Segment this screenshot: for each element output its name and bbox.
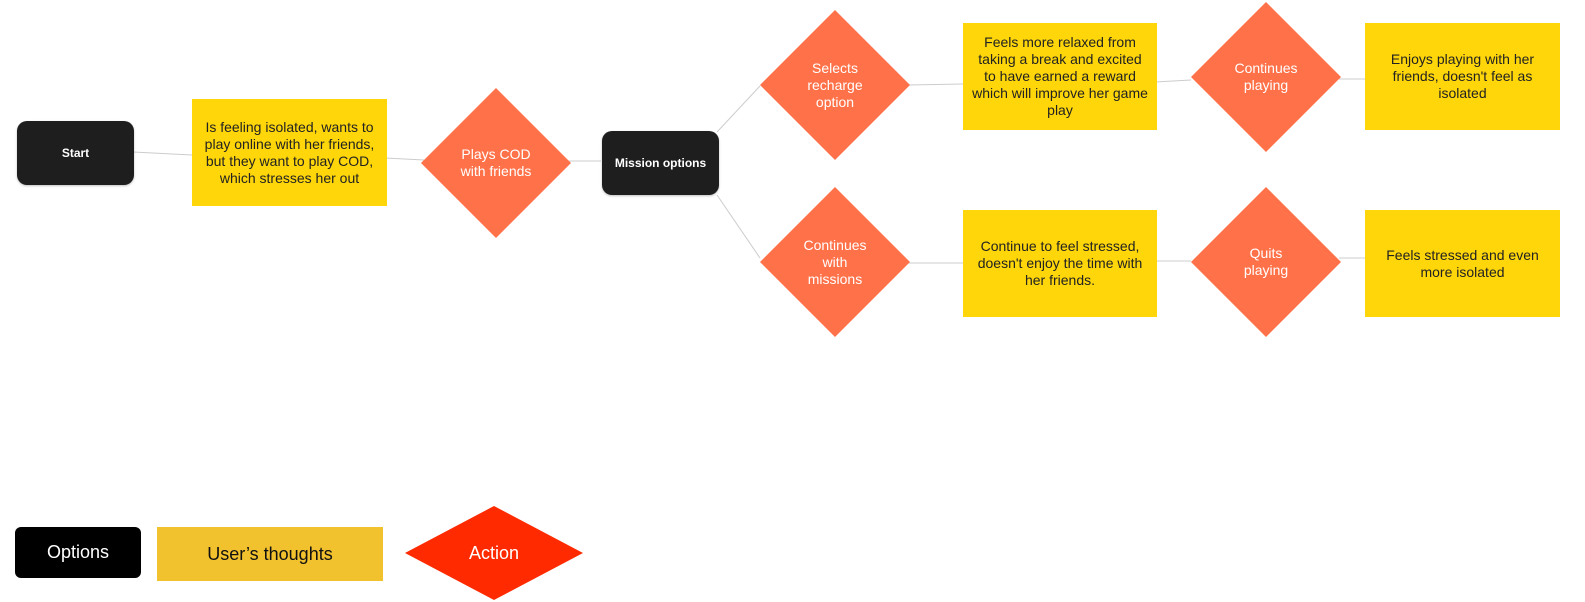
start-label: Start bbox=[61, 146, 90, 160]
legend-thoughts: User’s thoughts bbox=[157, 527, 383, 581]
legend-options: Options bbox=[15, 527, 141, 578]
thought-enjoys-box: Enjoys playing with her friends, doesn't… bbox=[1365, 23, 1560, 130]
thought-isolated-text: Is feeling isolated, wants to play onlin… bbox=[204, 118, 375, 186]
legend-action-label: Action bbox=[468, 542, 520, 563]
legend-thoughts-label: User’s thoughts bbox=[207, 543, 333, 564]
connector-mission-continues bbox=[716, 194, 761, 259]
action-continues-playing-label: Continues playing bbox=[1234, 60, 1298, 93]
action-continues-playing[interactable]: Continues playing bbox=[1191, 2, 1341, 152]
thought-isolated-box: Is feeling isolated, wants to play onlin… bbox=[192, 99, 387, 206]
legend-options-label: Options bbox=[46, 542, 110, 562]
mission-options-label: Mission options bbox=[614, 156, 707, 170]
thought-enjoys-text: Enjoys playing with her friends, doesn't… bbox=[1390, 51, 1535, 101]
connector-thought-action bbox=[384, 157, 425, 161]
action-quits-playing-label: Quits playing bbox=[1243, 245, 1289, 278]
action-plays-cod-label: Plays COD with friends bbox=[460, 146, 532, 179]
thought-stressed-box: Continue to feel stressed, doesn't enjoy… bbox=[963, 210, 1157, 317]
legend-action-diamond bbox=[405, 506, 583, 600]
start-node[interactable]: Start bbox=[17, 121, 134, 185]
action-recharge[interactable]: Selects recharge option bbox=[760, 10, 910, 160]
thought-more-isolated-box: Feels stressed and even more isolated bbox=[1365, 210, 1560, 317]
action-quits-playing[interactable]: Quits playing bbox=[1191, 187, 1341, 337]
diamond-shape bbox=[760, 187, 910, 337]
connector-recharge-relaxed bbox=[907, 83, 964, 86]
thought-stressed-text: Continue to feel stressed, doesn't enjoy… bbox=[977, 238, 1143, 288]
diamond-shape bbox=[760, 10, 910, 160]
connector-relaxed-playing bbox=[1154, 79, 1192, 83]
thought-more-isolated-text: Feels stressed and even more isolated bbox=[1386, 246, 1539, 280]
action-plays-cod[interactable]: Plays COD with friends bbox=[421, 88, 571, 238]
diamond-shape bbox=[421, 88, 571, 238]
action-recharge-label: Selects recharge option bbox=[807, 59, 863, 110]
diamond-shape bbox=[1191, 2, 1341, 152]
mission-options-node[interactable]: Mission options bbox=[602, 131, 719, 195]
diamond-shape bbox=[1191, 187, 1341, 337]
thought-relaxed-box: Feels more relaxed from taking a break a… bbox=[963, 23, 1157, 130]
thought-relaxed-text: Feels more relaxed from taking a break a… bbox=[972, 34, 1148, 118]
connector-mission-recharge bbox=[716, 85, 761, 133]
action-continues-missions-label: Continues with missions bbox=[803, 236, 867, 287]
action-continues-missions[interactable]: Continues with missions bbox=[760, 187, 910, 337]
connector-start-thought bbox=[132, 151, 193, 156]
